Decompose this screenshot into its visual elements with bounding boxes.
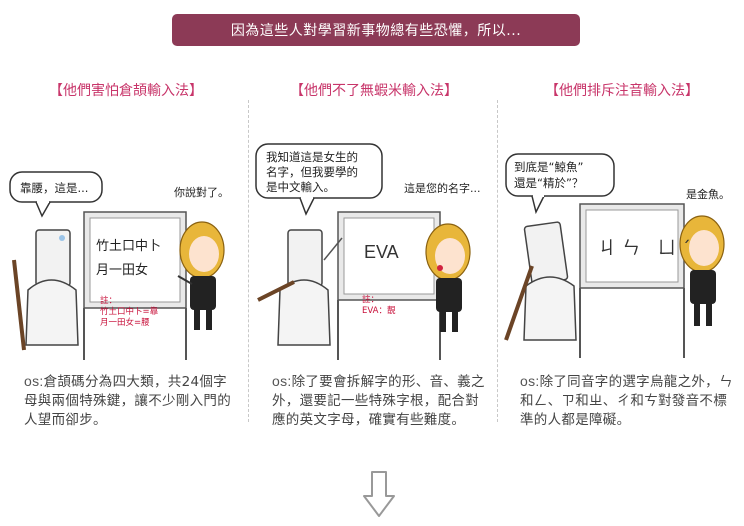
footnote: 註： 竹土口中卜=靠 月一田女=腰 (100, 296, 158, 329)
panel-caption: os:除了同音字的選字烏龍之外，ㄣ和ㄥ、ㄗ和ㄓ、ㄔ和ㄘ對發音不標準的人都是障礙。 (520, 372, 735, 430)
panel-zhuyin: 【他們排斥注音輸入法】 到底是“鯨魚” 還是“精於”？ 是金魚。 ㄐ (502, 80, 742, 440)
bubble-line: 名字，但我要學的 (266, 165, 358, 179)
board-line: 竹土口中卜 (96, 239, 162, 254)
note-line: 月一田女=腰 (100, 318, 150, 328)
speech-text: 這是您的名字... (404, 182, 481, 195)
panel-caption: os:倉頡碼分為四大類，共24個字母與兩個特殊鍵，讓不少剛入門的人望而卻步。 (24, 372, 239, 430)
down-arrow-icon (363, 471, 395, 517)
caption-os: os: (520, 373, 540, 389)
banner-title: 因為這些人對學習新事物總有些恐懼，所以... (172, 14, 580, 46)
comic-illustration: 我知道這是女生的 名字，但我要學的 是中文輸入。 (255, 143, 471, 360)
comic-scene: 靠腰，這是... 你說對了。 竹土口中卜 月一田女 註： 竹土口中 (6, 140, 246, 370)
comic-illustration: 到底是“鯨魚” 還是“精於”？ (504, 153, 725, 358)
board-text: ㄐㄣ ㄩˊ (598, 238, 697, 259)
comic-illustration: 靠腰，這是... (9, 171, 225, 360)
caption-os: os: (272, 373, 292, 389)
speech-text: 是金魚。 (686, 188, 730, 201)
note-line: EVA：靚 (362, 306, 396, 316)
panel-divider (497, 100, 498, 422)
panel-cangjie: 【他們害怕倉頡輸入法】 靠腰，這是... 你說對了。 (6, 80, 246, 440)
panel-title: 【他們排斥注音輸入法】 (545, 83, 699, 99)
board-line: 月一田女 (96, 263, 149, 278)
caption-text: 除了要會拆解字的形、音、義之外，還要記一些特殊字根，配合對應的英文字母，確實有些… (272, 374, 485, 428)
comic-scene: 到底是“鯨魚” 還是“精於”？ 是金魚。 ㄐㄣ ㄩˊ (502, 140, 742, 370)
comic-scene: 我知道這是女生的 名字，但我要學的 是中文輸入。 這是您的名字... EVA 註… (254, 140, 494, 370)
bubble-text: 靠腰，這是... (20, 181, 88, 195)
board-text: EVA (364, 242, 399, 262)
speech-text: 你說對了。 (174, 186, 229, 199)
panel-title: 【他們不了無蝦米輸入法】 (290, 83, 458, 99)
note-line: 竹土口中卜=靠 (100, 307, 159, 317)
panel-title: 【他們害怕倉頡輸入法】 (49, 83, 203, 99)
caption-text: 倉頡碼分為四大類，共24個字母與兩個特殊鍵，讓不少剛入門的人望而卻步。 (24, 374, 231, 428)
bubble-line: 我知道這是女生的 (266, 150, 358, 164)
bubble-line: 是中文輸入。 (266, 180, 335, 194)
bubble-line: 到底是“鯨魚” (514, 160, 583, 174)
panel-boshiamy: 【他們不了無蝦米輸入法】 我知道這是女生的 名字，但我要學的 是中文輸入。 (254, 80, 494, 440)
caption-os: os: (24, 373, 44, 389)
board-text: 竹土口中卜 月一田女 (96, 235, 161, 283)
bubble-line: 還是“精於”？ (514, 176, 583, 190)
note-line: 註： (362, 295, 380, 305)
panel-divider (248, 100, 249, 422)
footnote: 註： EVA：靚 (362, 295, 395, 317)
note-line: 註： (100, 296, 118, 306)
caption-text: 除了同音字的選字烏龍之外，ㄣ和ㄥ、ㄗ和ㄓ、ㄔ和ㄘ對發音不標準的人都是障礙。 (520, 374, 733, 428)
panel-caption: os:除了要會拆解字的形、音、義之外，還要記一些特殊字根，配合對應的英文字母，確… (272, 372, 487, 430)
